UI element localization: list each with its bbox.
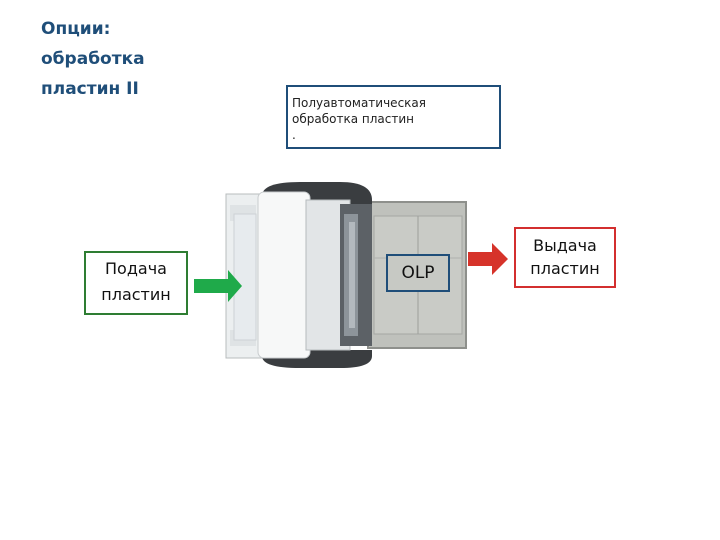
callout-line-3: . bbox=[292, 128, 296, 142]
semi-automatic-callout: Полуавтоматическая обработка пластин . bbox=[286, 85, 501, 149]
input-line-1: Подача bbox=[105, 259, 167, 278]
callout-line-1: Полуавтоматическая bbox=[292, 96, 426, 110]
slide-title: Опции: обработка пластин II bbox=[41, 14, 241, 104]
output-arrow bbox=[468, 243, 508, 275]
input-arrow bbox=[194, 270, 242, 302]
title-line-2: обработка bbox=[41, 49, 145, 69]
callout-line-2: обработка пластин bbox=[292, 112, 414, 126]
olp-label-box: OLP bbox=[386, 254, 450, 292]
main-machine-body bbox=[225, 182, 372, 368]
wafer-input-box: Подача пластин bbox=[84, 251, 188, 315]
title-line-1: Опции: bbox=[41, 19, 111, 39]
output-line-2: пластин bbox=[530, 259, 600, 278]
input-line-2: пластин bbox=[101, 285, 171, 304]
output-line-1: Выдача bbox=[533, 236, 597, 255]
title-line-3: пластин II bbox=[41, 79, 139, 99]
wafer-output-box: Выдача пластин bbox=[514, 227, 616, 288]
